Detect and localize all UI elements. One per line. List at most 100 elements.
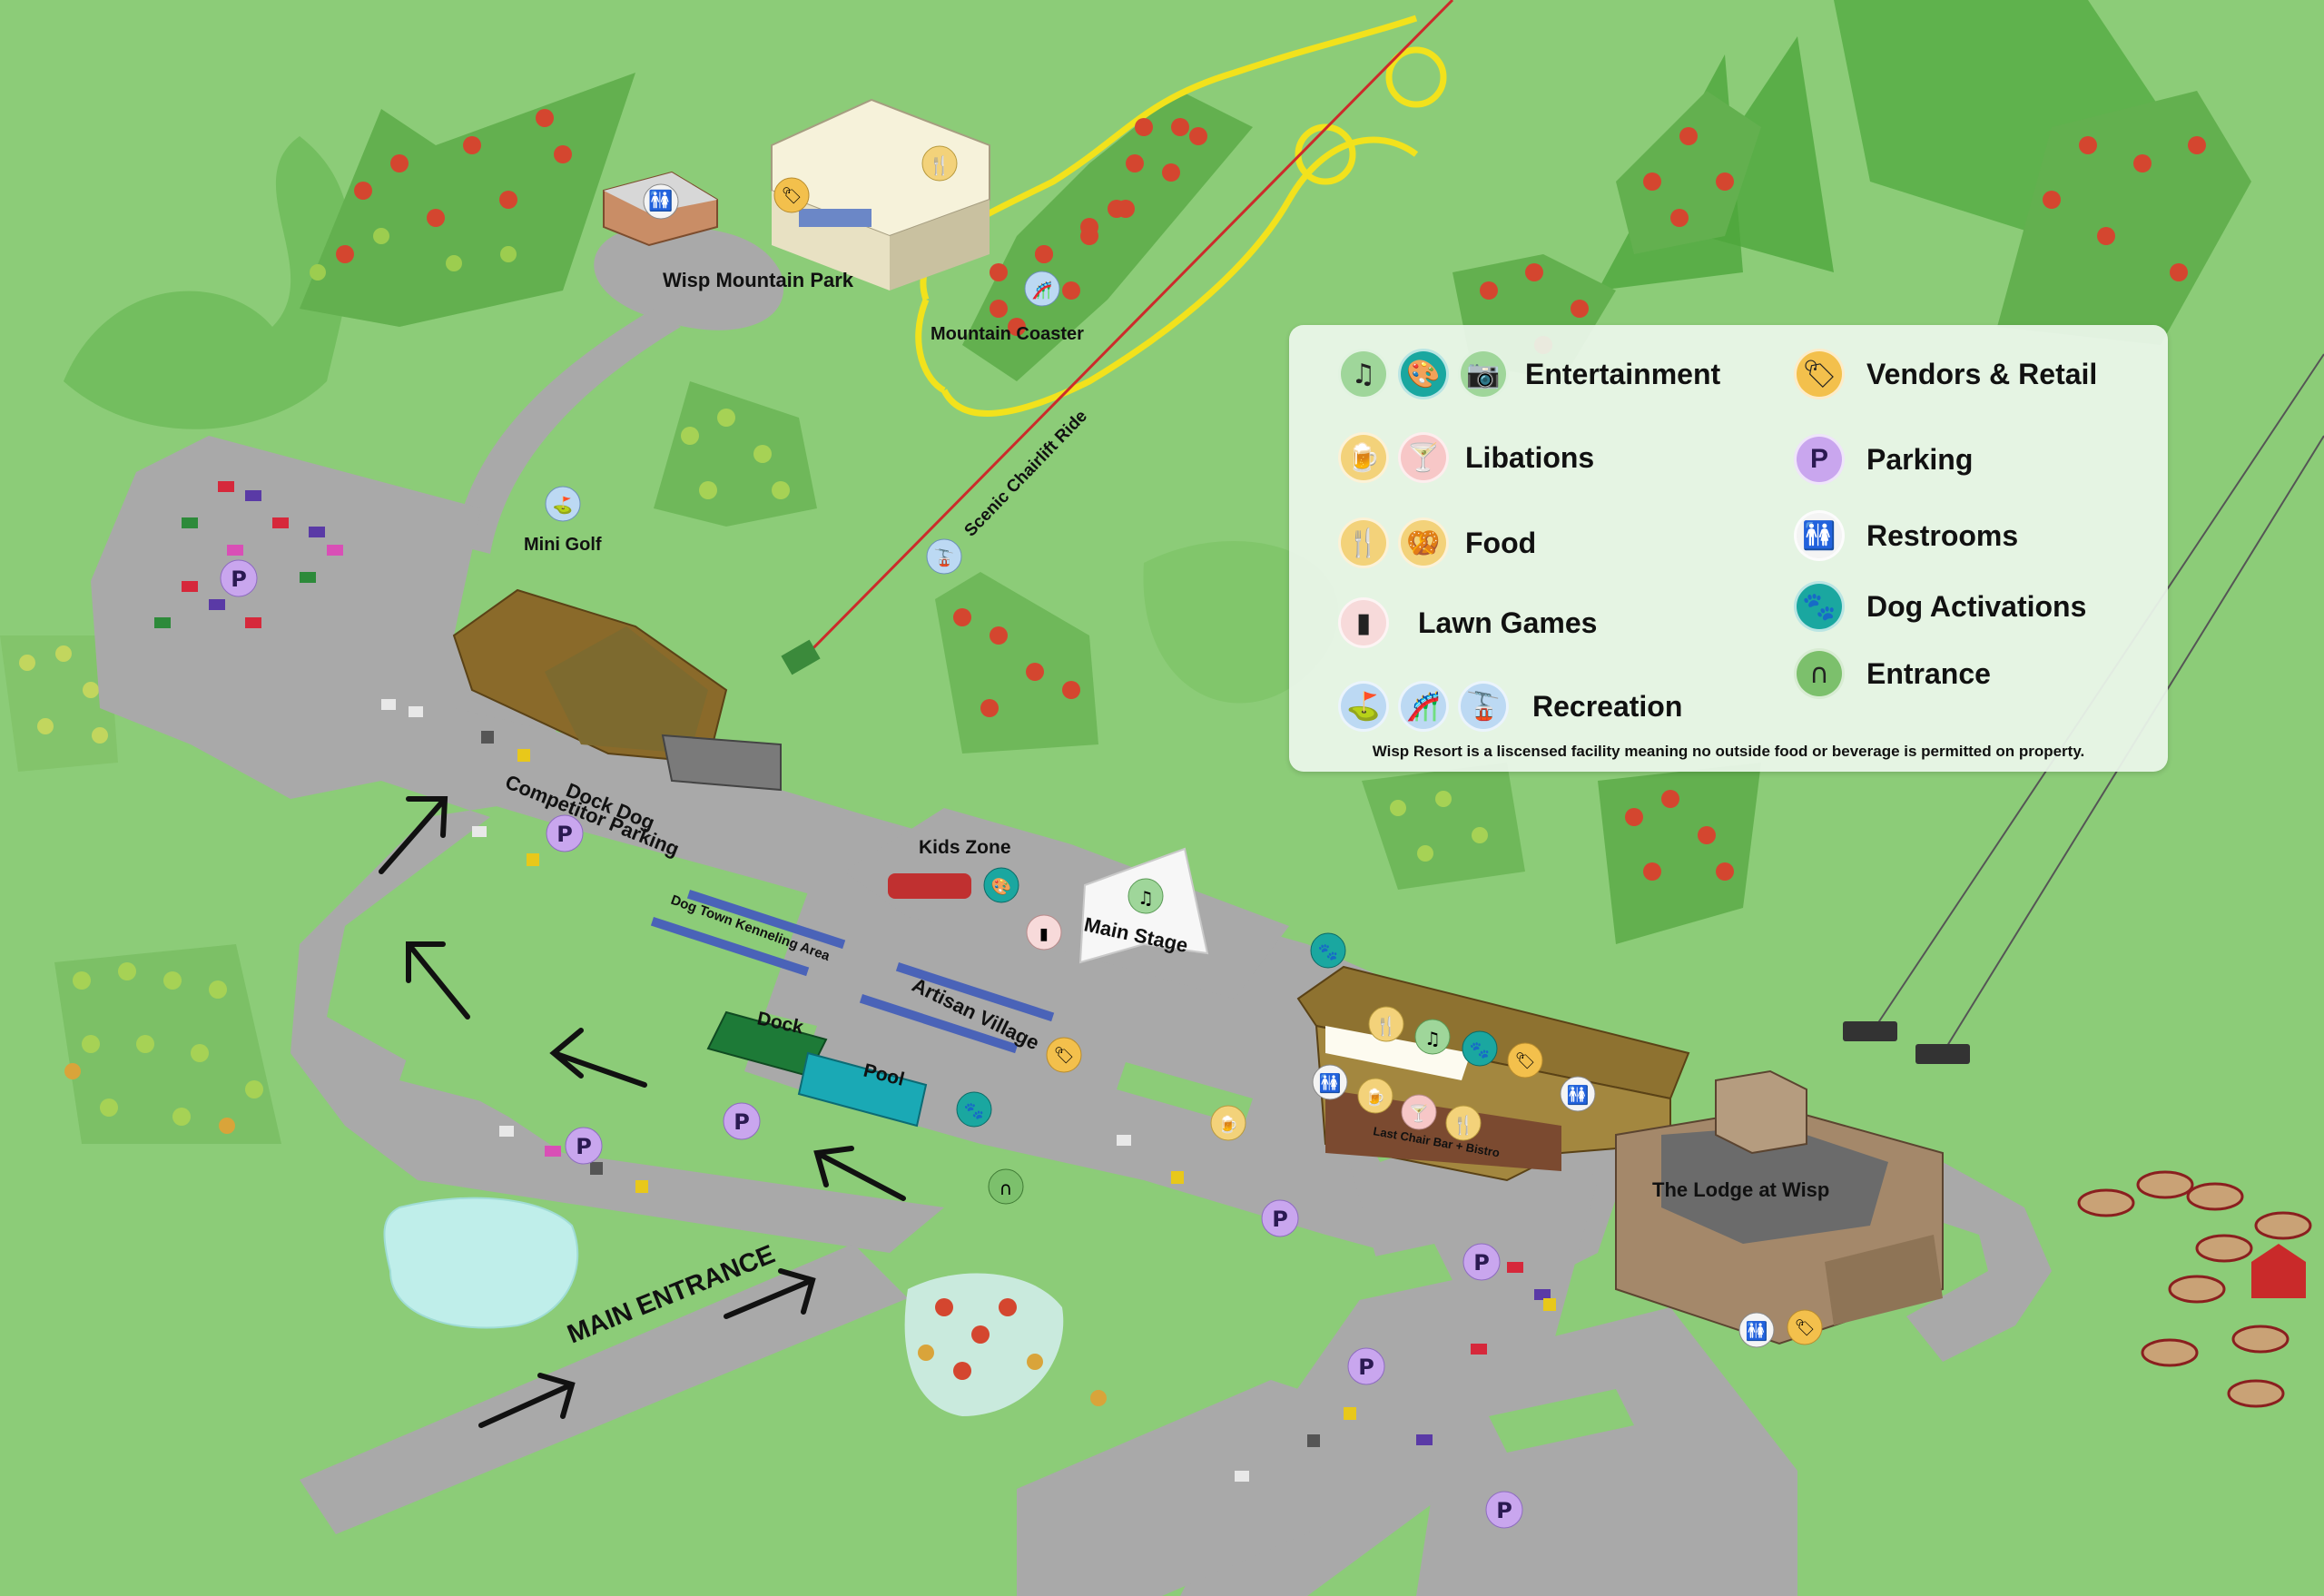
tree-cluster — [962, 91, 1253, 381]
pool-structure — [797, 1051, 928, 1128]
parking-icon[interactable]: P — [1485, 1491, 1523, 1529]
tree-cluster — [1997, 91, 2251, 345]
mountain-park-building — [771, 98, 990, 291]
legend-label: Food — [1465, 526, 1537, 559]
price-tag-icon[interactable]: 🏷 — [1046, 1037, 1082, 1073]
parking-icon[interactable]: P — [565, 1127, 603, 1165]
legend-recreation: ⛳ 🎢 🚡 Recreation — [1338, 681, 1682, 732]
lift-chair — [1843, 1021, 1897, 1041]
paint-palette-icon[interactable]: 🎨 — [983, 867, 1019, 903]
gondola-icon[interactable]: 🚡 — [926, 538, 962, 575]
svg-text:♫: ♫ — [1137, 887, 1154, 909]
tree-cluster — [0, 635, 118, 772]
parking-icon: P — [1794, 434, 1845, 485]
legend-note: Wisp Resort is a liscensed facility mean… — [1372, 743, 2085, 760]
parking-icon[interactable]: P — [1347, 1347, 1385, 1385]
parking-icon[interactable]: P — [546, 814, 584, 852]
paw-icon[interactable]: 🐾 — [1462, 1030, 1498, 1067]
legend-label: Entertainment — [1525, 357, 1721, 390]
direction-arrows — [379, 796, 906, 1428]
restroom-icon[interactable]: 🚻 — [643, 183, 679, 220]
label-kids-zone: Kids Zone — [919, 837, 1011, 858]
legend-food: 🍴 🥨 Food — [1338, 517, 1536, 568]
cornhole-icon[interactable]: ▮ — [1026, 914, 1062, 951]
parking-icon[interactable]: P — [220, 559, 258, 597]
svg-text:▮: ▮ — [1039, 925, 1049, 944]
fork-knife-icon[interactable]: 🍴 — [921, 145, 958, 182]
svg-text:P: P — [1496, 1498, 1512, 1523]
label-lodge: The Lodge at Wisp — [1652, 1178, 1829, 1201]
svg-text:🍸: 🍸 — [1409, 1104, 1429, 1124]
svg-text:🍴: 🍴 — [929, 154, 951, 176]
parking-icon[interactable]: P — [1261, 1199, 1299, 1237]
coaster-car-icon[interactable]: 🎢 — [1024, 271, 1060, 307]
legend-label: Dog Activations — [1866, 589, 2087, 623]
pond — [383, 1197, 579, 1329]
legend-parking: P Parking — [1794, 434, 1973, 485]
svg-text:🍴: 🍴 — [1375, 1015, 1398, 1037]
tree-cluster — [990, 118, 1207, 336]
svg-text:🎢: 🎢 — [1032, 281, 1052, 300]
gondola-icon: 🚡 — [1458, 681, 1509, 732]
svg-text:🚻: 🚻 — [1746, 1320, 1768, 1342]
red-barn — [2251, 1244, 2306, 1298]
paw-icon[interactable]: 🐾 — [1310, 932, 1346, 969]
entrance-arch-icon[interactable]: ∩ — [988, 1168, 1024, 1205]
tree-cluster — [1362, 763, 1525, 890]
svg-text:P: P — [1358, 1355, 1374, 1380]
price-tag-icon[interactable]: 🏷 — [773, 177, 810, 213]
beer-mug-icon[interactable]: 🍺 — [1357, 1078, 1393, 1114]
legend-label: Restrooms — [1866, 518, 2019, 552]
beer-mug-icon[interactable]: 🍺 — [1210, 1105, 1246, 1141]
svg-text:🐾: 🐾 — [1470, 1041, 1490, 1060]
svg-text:∩: ∩ — [1000, 1177, 1013, 1199]
svg-text:🏷: 🏷 — [1054, 1047, 1075, 1066]
svg-text:P: P — [1272, 1207, 1288, 1232]
label-mini-golf: Mini Golf — [524, 535, 602, 555]
price-tag-icon[interactable]: 🏷 — [1787, 1309, 1823, 1345]
cocktail-icon[interactable]: 🍸 — [1401, 1094, 1437, 1130]
tree-cluster — [54, 944, 281, 1144]
mini-golf-icon[interactable]: ⛳ — [545, 486, 581, 522]
svg-text:P: P — [1473, 1250, 1490, 1276]
tree-cluster — [935, 572, 1098, 754]
legend-label: Recreation — [1532, 689, 1683, 723]
svg-text:🚻: 🚻 — [1319, 1072, 1342, 1094]
music-icon[interactable]: ♫ — [1128, 878, 1164, 914]
paw-icon: 🐾 — [1794, 581, 1845, 632]
restroom-icon[interactable]: 🚻 — [1560, 1076, 1596, 1112]
tree-cluster — [918, 1345, 1107, 1406]
restroom-icon: 🚻 — [1794, 510, 1845, 561]
fork-knife-icon[interactable]: 🍴 — [1368, 1006, 1404, 1042]
svg-text:♫: ♫ — [1424, 1028, 1441, 1049]
legend-lawn-games: ▮ Lawn Games — [1338, 597, 1597, 648]
fork-knife-icon[interactable]: 🍴 — [1445, 1105, 1482, 1141]
svg-text:🍺: 🍺 — [1365, 1088, 1385, 1108]
paw-icon[interactable]: 🐾 — [956, 1091, 992, 1128]
restroom-icon[interactable]: 🚻 — [1312, 1064, 1348, 1100]
restroom-icon[interactable]: 🚻 — [1738, 1312, 1775, 1348]
price-tag-icon[interactable]: 🏷 — [1507, 1042, 1543, 1079]
legend-libations: 🍺 🍸 Libations — [1338, 432, 1594, 483]
music-icon[interactable]: ♫ — [1414, 1019, 1451, 1055]
svg-text:P: P — [231, 566, 247, 592]
label-mountain-coaster: Mountain Coaster — [931, 324, 1084, 344]
lift-chair — [1915, 1044, 1970, 1064]
parking-icon[interactable]: P — [1462, 1243, 1501, 1281]
cornhole-icon: ▮ — [1338, 597, 1389, 648]
tree-cluster — [654, 381, 817, 527]
map-pins: 🚻 🏷 🍴 🎢 ⛳ 🚡 P P 🎨 ▮ ♫ 🐾 🏷 🐾 P P ∩ 🍺 🍴 ♫ … — [220, 145, 1823, 1529]
music-icon: ♫ — [1338, 349, 1389, 399]
kids-zone-inflatable — [888, 873, 971, 899]
svg-text:🍺: 🍺 — [1218, 1115, 1238, 1135]
road-network — [91, 226, 2052, 1596]
pretzel-icon: 🥨 — [1398, 517, 1449, 568]
parked-cars — [154, 481, 1556, 1482]
tree-cluster — [1598, 763, 1761, 944]
legend-restrooms: 🚻 Restrooms — [1794, 510, 2018, 561]
svg-text:🚡: 🚡 — [934, 548, 954, 568]
fork-knife-icon: 🍴 — [1338, 517, 1389, 568]
entrance-arch-icon: ∩ — [1794, 648, 1845, 699]
parking-icon[interactable]: P — [723, 1102, 761, 1140]
